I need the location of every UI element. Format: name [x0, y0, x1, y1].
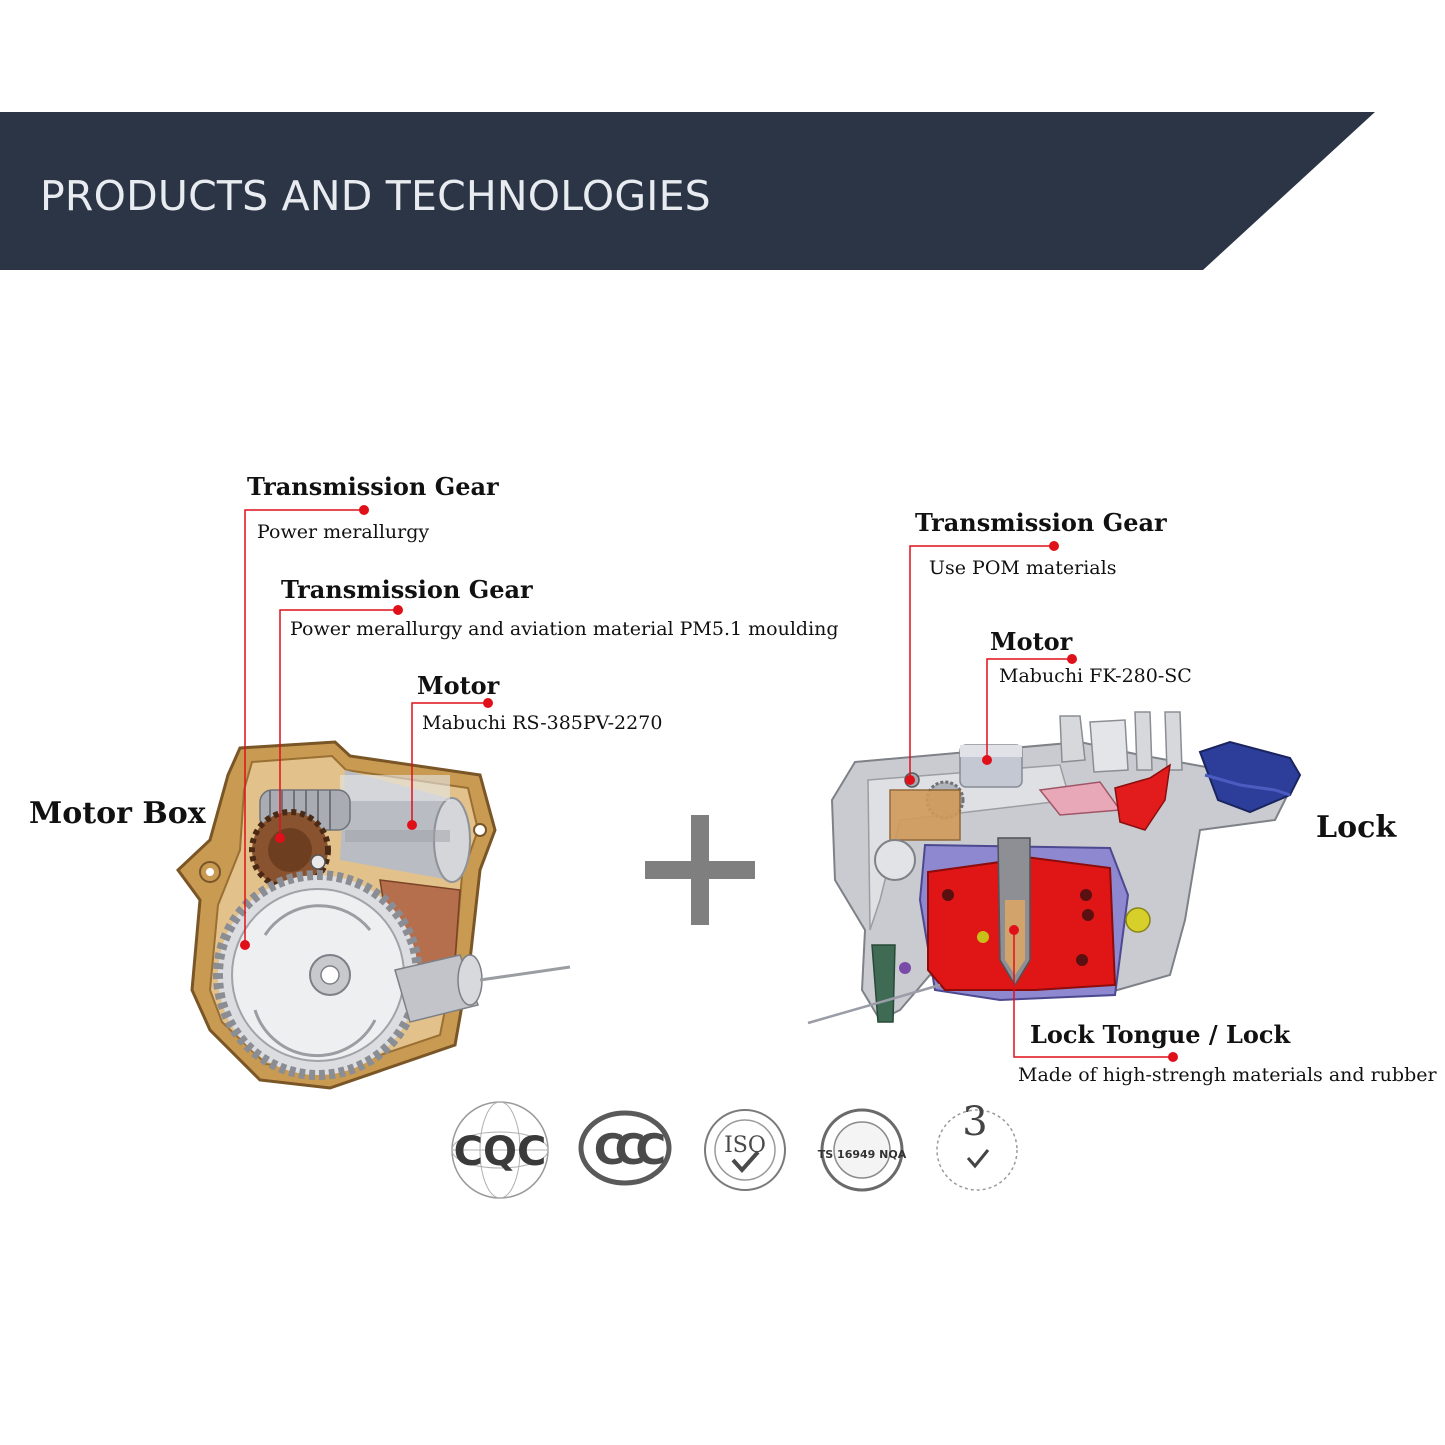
- lock-callout-2-desc: Mabuchi FK-280-SC: [999, 665, 1192, 687]
- lock-callout-2-title: Motor: [990, 627, 1073, 656]
- motor-box-callout-1-title: Transmission Gear: [247, 472, 499, 501]
- motor-cylinder: [340, 770, 471, 883]
- motor-box-callout-2-desc: Power merallurgy and aviation material P…: [290, 618, 839, 640]
- motor-box-illustration: [176, 740, 571, 1090]
- motor-box-callout-3-title: Motor: [417, 671, 500, 700]
- lock-motor: [959, 744, 1023, 788]
- motor-box-callout-1-desc: Power merallurgy: [257, 521, 430, 543]
- output-motor: [394, 954, 571, 1023]
- motor-box-callout-2-title: Transmission Gear: [281, 575, 533, 604]
- warranty-3-years-seal-icon: 3: [936, 1099, 1018, 1191]
- cqc-logo-text: CQC: [454, 1129, 547, 1175]
- cqc-logo-icon: CQC: [451, 1101, 549, 1199]
- lock-callout-1-title: Transmission Gear: [915, 508, 1167, 537]
- motor-box-callout-3-desc: Mabuchi RS-385PV-2270: [422, 712, 663, 734]
- page-title: PRODUCTS AND TECHNOLOGIES: [40, 172, 711, 220]
- callout-dots: [240, 505, 1178, 1062]
- ccc-logo-icon: CCC: [578, 1110, 674, 1186]
- lock-illustration: [807, 711, 1302, 1025]
- iso-seal-icon: ISO: [704, 1109, 786, 1191]
- lock-callout-3-title: Lock Tongue / Lock: [1030, 1020, 1291, 1049]
- plus-icon: [645, 815, 755, 925]
- lock-callout-1-desc: Use POM materials: [929, 557, 1117, 579]
- lock-title: Lock: [1316, 810, 1397, 845]
- large-transmission-gear: [213, 870, 423, 1080]
- warranty-seal-text: 3: [962, 1099, 987, 1145]
- leader-lines: [244, 509, 1173, 1058]
- lock-transmission-gear: [874, 772, 965, 881]
- ts16949-seal-icon: TS 16949 NQA: [818, 1108, 907, 1192]
- ts16949-seal-text: TS 16949 NQA: [818, 1148, 907, 1161]
- motor-box-title: Motor Box: [29, 796, 206, 831]
- header-banner: [0, 112, 1375, 270]
- iso-seal-text: ISO: [724, 1133, 766, 1158]
- ccc-logo-text: CCC: [594, 1125, 665, 1174]
- lock-callout-3-desc: Made of high-strengh materials and rubbe…: [1018, 1064, 1437, 1086]
